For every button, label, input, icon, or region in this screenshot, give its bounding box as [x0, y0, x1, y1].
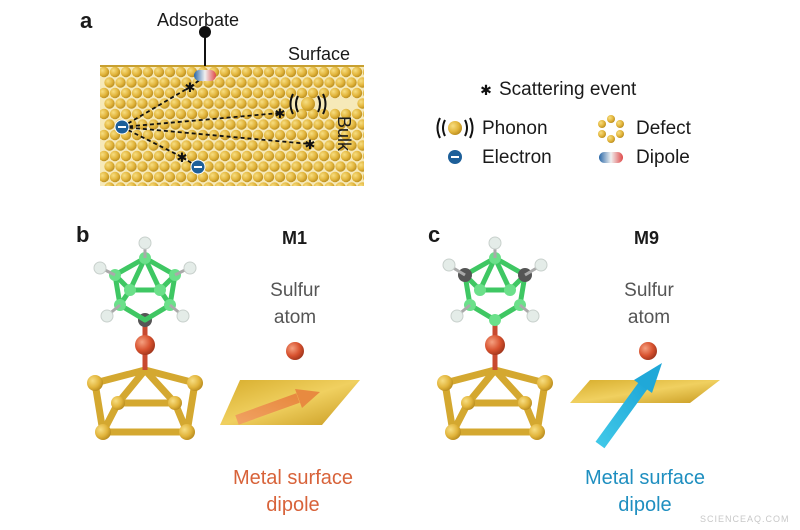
legend-dipole-icon — [599, 152, 623, 163]
dipole-icon — [194, 70, 216, 81]
lattice-slab — [100, 65, 364, 186]
legend-defect-label: Defect — [636, 118, 691, 139]
title-m9: M9 — [634, 228, 660, 248]
legend-electron-label: Electron — [482, 147, 552, 168]
legend-dipole-label: Dipole — [636, 147, 690, 168]
phonon-icon — [289, 93, 327, 115]
legend-defect-icon — [598, 115, 624, 143]
electron-icon — [190, 159, 206, 175]
panel-label-c: c — [428, 222, 441, 247]
legend-electron-icon — [448, 150, 462, 164]
svg-text:✱: ✱ — [305, 138, 316, 153]
dipole-arrow-m1 — [235, 389, 320, 425]
sulfur-atom-m1 — [286, 342, 304, 360]
sulfur-atom-m9 — [639, 342, 657, 360]
svg-text:✱: ✱ — [177, 151, 188, 166]
surface-label: Surface — [288, 44, 351, 64]
legend-scattering-icon: ✱ — [480, 83, 492, 99]
panel-label-a: a — [80, 8, 93, 33]
bulk-label: Bulk — [334, 116, 354, 152]
legend-phonon-icon — [436, 117, 474, 139]
molecule-m1 — [87, 236, 203, 440]
title-m1: M1 — [282, 228, 308, 248]
dipole-arrow-m9 — [595, 363, 662, 449]
legend-phonon-label: Phonon — [482, 118, 548, 139]
adsorbate-marker — [199, 26, 211, 66]
svg-text:✱: ✱ — [185, 81, 196, 96]
adsorbate-label: Adsorbate — [157, 10, 240, 30]
scattering-event-icons: ✱ ✱ ✱ ✱ — [177, 81, 316, 166]
electron-icon — [114, 119, 130, 135]
svg-text:✱: ✱ — [275, 107, 286, 122]
legend-scattering-label: Scattering event — [499, 79, 637, 100]
molecule-m9 — [437, 236, 553, 440]
panel-label-b: b — [76, 222, 90, 247]
watermark: SCIENCEAQ.COM — [700, 514, 790, 524]
